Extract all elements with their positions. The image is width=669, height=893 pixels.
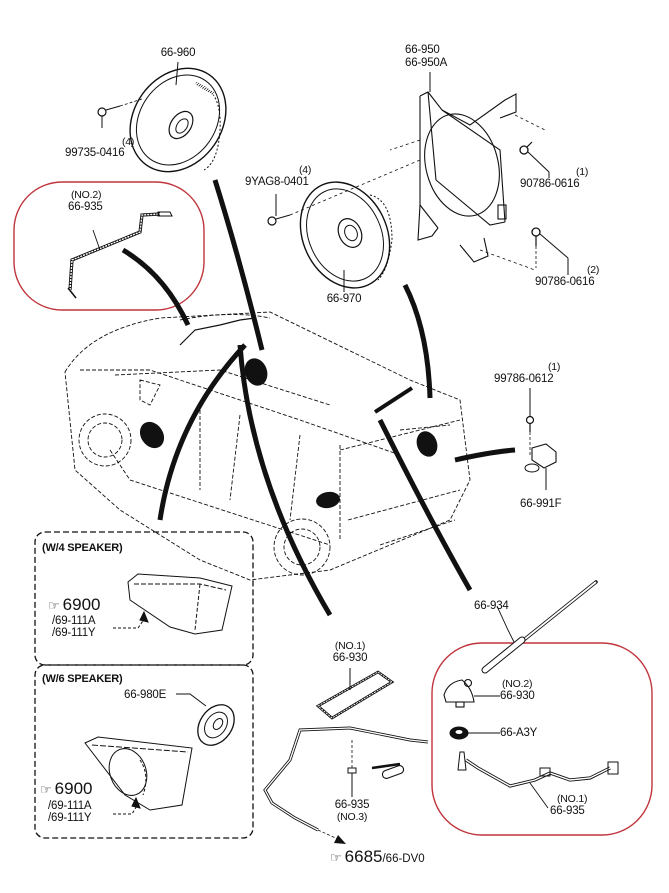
door-trim-panel-icon xyxy=(113,573,233,635)
part-label-amplifier: 66-991F xyxy=(520,498,562,510)
reference-sub: /69-111A xyxy=(48,800,92,812)
inset-title-w4: (W/4 SPEAKER) xyxy=(42,542,123,554)
part-label-antenna-nut: 66-A3Y xyxy=(500,727,538,739)
bolt-icon xyxy=(531,227,569,275)
antenna-nut-icon xyxy=(449,726,500,740)
door-trim-tweeter-icon xyxy=(84,693,235,815)
reference-hand-icon: ☞ xyxy=(48,598,60,613)
reference-bottom[interactable]: ☞6685/66-DV0 xyxy=(330,848,425,868)
antenna-amplifier-icon xyxy=(524,388,557,490)
front-door-speaker-icon xyxy=(129,67,227,173)
part-label-antenna-rod: 66-934 xyxy=(474,600,509,612)
antenna-feeder-no3-icon xyxy=(263,726,429,844)
note-label: (NO.3) xyxy=(336,811,368,823)
part-label-bolt-lower: 90786-0616 xyxy=(535,276,595,288)
reference-sub: /66-DV0 xyxy=(382,853,425,865)
highlight-box-feeder-no2 xyxy=(13,181,205,311)
note-label: (NO.1) xyxy=(334,640,366,652)
part-label-gasket: 66-930 xyxy=(332,652,368,664)
reference-sub: /69-111A xyxy=(52,615,96,627)
speaker-bracket-icon xyxy=(389,91,546,271)
note-label: (NO.1) xyxy=(557,793,588,805)
part-label-front-screw: 99735-0416 xyxy=(65,147,125,159)
note-label: (NO.2) xyxy=(502,678,533,690)
screw-icon xyxy=(97,98,143,128)
part-label-amp-bolt: 99786-0612 xyxy=(494,373,554,385)
inset-title-w6: (W/6 SPEAKER) xyxy=(42,673,123,685)
part-label-rear-speaker: 66-970 xyxy=(326,293,362,305)
antenna-feeder-no1-icon xyxy=(457,751,619,809)
part-label-feeder-no2: 66-935 xyxy=(68,201,103,213)
reference-hand-icon: ☞ xyxy=(330,850,342,865)
pointer-curves xyxy=(121,179,516,617)
part-label-tweeter: 66-980E xyxy=(124,689,167,701)
speaker-marker xyxy=(244,358,268,386)
part-label-bolt-upper: 90786-0616 xyxy=(520,178,580,190)
speaker-marker xyxy=(316,491,340,509)
qty-label: (4) xyxy=(299,164,312,176)
antenna-feeder-no2-icon xyxy=(67,211,173,299)
qty-label: (2) xyxy=(587,264,600,276)
part-label-feeder-no3: 66-935 xyxy=(334,799,370,811)
part-label-front-speaker: 66-960 xyxy=(160,47,196,59)
antenna-gasket-icon xyxy=(315,668,395,720)
note-label: (NO.2) xyxy=(71,189,102,201)
qty-label: (4) xyxy=(122,136,135,148)
reference-number: 6900 xyxy=(62,595,101,614)
qty-label: (1) xyxy=(548,361,561,373)
screw-icon xyxy=(267,159,421,226)
reference-sub: /69-111Y xyxy=(48,812,92,824)
reference-number: 6900 xyxy=(54,779,93,798)
roof-feeder-line xyxy=(179,317,256,346)
part-label-bracket-alt: 66-950A xyxy=(405,57,448,69)
part-label-antenna-base: 66-930 xyxy=(500,690,535,702)
rear-speaker-icon xyxy=(299,181,393,289)
reference-w6[interactable]: ☞6900 xyxy=(40,780,92,799)
highlight-box-antenna-assembly xyxy=(431,642,653,836)
part-label-rear-screw: 9YAG8-0401 xyxy=(245,176,309,188)
speaker-location-markers xyxy=(139,358,438,509)
speaker-marker xyxy=(139,421,165,449)
antenna-rod-icon xyxy=(481,580,598,674)
speaker-marker xyxy=(416,431,438,457)
inset-w6-speaker xyxy=(34,664,254,839)
reference-number: 6685 xyxy=(344,847,383,866)
reference-sub: /69-111Y xyxy=(52,627,96,639)
bolt-icon xyxy=(519,141,550,178)
reference-hand-icon: ☞ xyxy=(40,782,52,797)
leader-line xyxy=(175,61,179,86)
part-label-bracket: 66-950 xyxy=(405,44,440,56)
qty-label: (1) xyxy=(576,166,589,178)
part-label-feeder-no1: 66-935 xyxy=(550,805,585,817)
reference-w4[interactable]: ☞6900 xyxy=(48,596,100,615)
antenna-base-icon xyxy=(443,678,500,708)
vehicle-body-icon xyxy=(64,311,471,581)
